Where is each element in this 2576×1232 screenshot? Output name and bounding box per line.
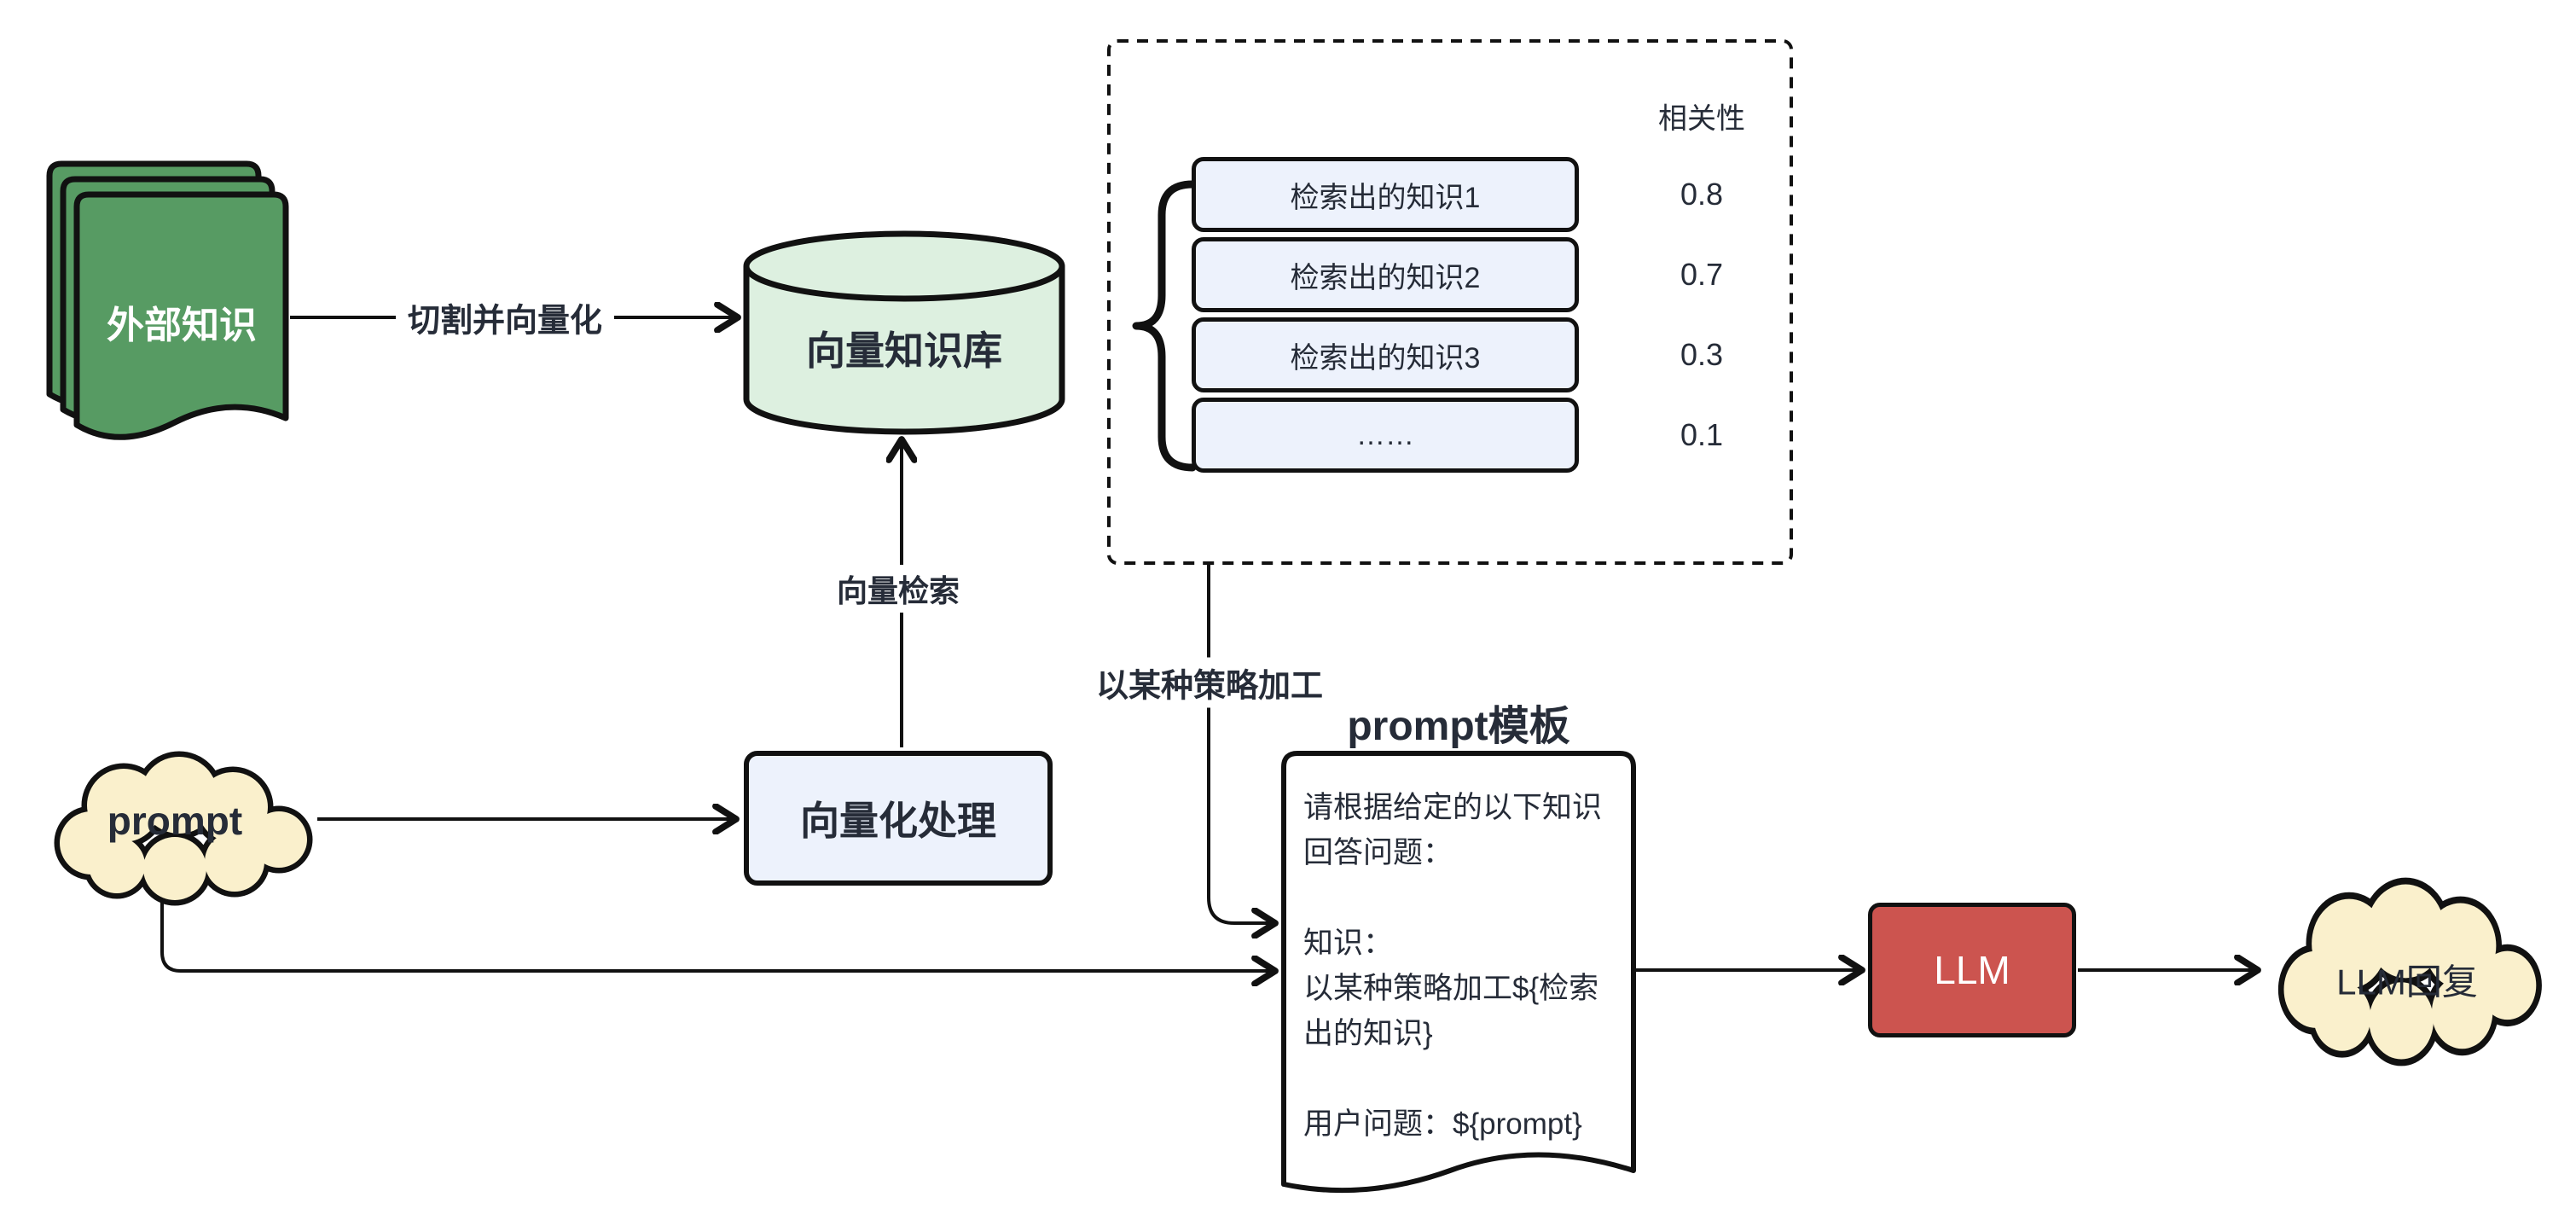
- retrieved-knowledge-item: 检索出的知识2: [1192, 237, 1579, 312]
- edge-prompt-to-template: [160, 903, 1273, 971]
- retrieved-knowledge-item: 检索出的知识3: [1192, 317, 1579, 392]
- relevance-score: 0.3: [1680, 337, 1724, 372]
- vector-db-cylinder-icon: [743, 230, 1065, 435]
- prompt-template-body: 请根据给定的以下知识 回答问题： 知识： 以某种策略加工${检索 出的知识} 用…: [1303, 791, 1603, 1141]
- llm-label: LLM: [1934, 948, 2010, 992]
- relevance-score: 0.1: [1680, 417, 1724, 452]
- edge-strategy-process-label: 以某种策略加工: [1083, 657, 1336, 708]
- retrieval-panel-dashed-box: [1107, 39, 1793, 565]
- edge-panel-to-template: [1207, 565, 1273, 923]
- relevance-score: 0.8: [1680, 177, 1724, 212]
- retrieved-knowledge-label: 检索出的知识2: [1290, 261, 1481, 294]
- edge-vector-search-label: 向量检索: [824, 565, 972, 613]
- vectorize-process-label: 向量化处理: [800, 799, 996, 843]
- llm-box: LLM: [1868, 903, 2076, 1037]
- retrieved-knowledge-label: 检索出的知识1: [1290, 181, 1481, 214]
- external-knowledge-label: 外部知识: [107, 305, 257, 346]
- retrieved-knowledge-label: 检索出的知识3: [1290, 341, 1481, 375]
- vector-db-label: 向量知识库: [806, 328, 1002, 373]
- vectorize-process-box: 向量化处理: [744, 751, 1053, 886]
- prompt-template-document-icon: [1281, 751, 1636, 1194]
- retrieved-knowledge-item: ……: [1192, 398, 1579, 473]
- llm-reply-label: LLM回复: [2336, 962, 2478, 1002]
- edge-split-vectorize-label: 切割并向量化: [395, 292, 615, 343]
- relevance-header: 相关性: [1658, 102, 1745, 136]
- prompt-cloud-label: prompt: [107, 799, 243, 843]
- relevance-score: 0.7: [1680, 257, 1724, 292]
- retrieved-knowledge-item: 检索出的知识1: [1192, 157, 1579, 232]
- brace-icon: [1132, 180, 1197, 472]
- retrieved-knowledge-label: ……: [1356, 418, 1414, 451]
- connectors: [160, 317, 2255, 971]
- prompt-template-title: prompt模板: [1347, 704, 1570, 749]
